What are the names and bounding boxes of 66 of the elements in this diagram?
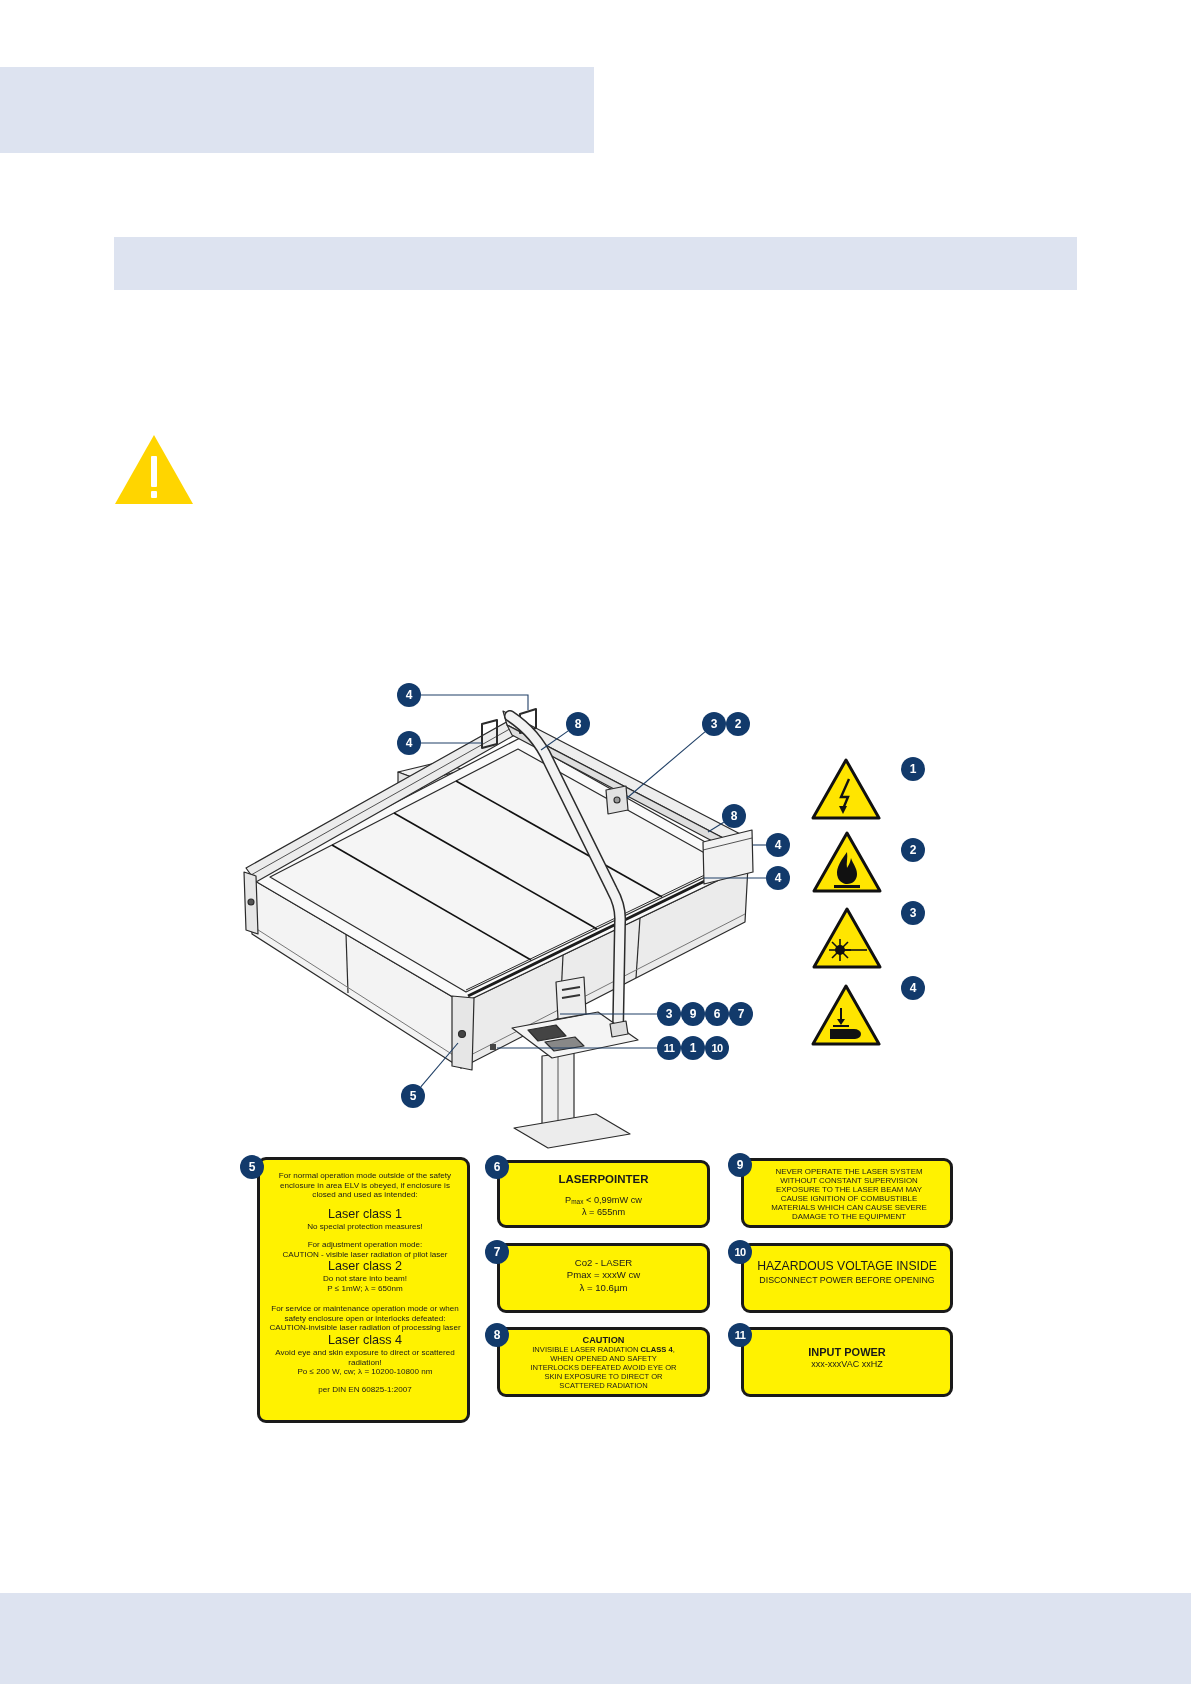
- label-text: For adjustment operation mode:: [306, 1239, 424, 1250]
- leader-line: [626, 731, 706, 799]
- label-text: CAUTION-invisible laser radiation of processing laser: [269, 1323, 461, 1333]
- callout-number: 6: [705, 1002, 729, 1026]
- label-title: HAZARDOUS VOLTAGE INSIDE: [756, 1259, 938, 1275]
- callout-number: 10: [728, 1240, 752, 1264]
- callout-number: 4: [901, 976, 925, 1000]
- leader-line: [707, 821, 725, 833]
- callout-number: 10: [705, 1036, 729, 1060]
- callout-number: 8: [722, 804, 746, 828]
- callout-number: 3: [657, 1002, 681, 1026]
- label-title: Laser class 4: [326, 1332, 404, 1349]
- label-text: CAUTION - visible laser radiation of pilot laser: [281, 1249, 449, 1260]
- label-title: Laser class 2: [326, 1259, 404, 1275]
- laser-cutter-drawing: [243, 708, 754, 1149]
- callout-number: 11: [657, 1036, 681, 1060]
- callout-number: 11: [728, 1323, 752, 1347]
- label-text: per DIN EN 60825-1:2007: [317, 1385, 413, 1395]
- callout-number: 8: [566, 712, 590, 736]
- label-title: Laser class 1: [326, 1207, 404, 1223]
- callout-number: 4: [766, 866, 790, 890]
- callout-number: 3: [901, 901, 925, 925]
- label-text: No special protection measures!: [306, 1222, 424, 1232]
- label-text: For service or maintenance operation mode or when safety enclosure open or interlocks defeated:: [270, 1303, 460, 1324]
- label-text: xxx-xxxVAC xxHZ: [810, 1359, 884, 1371]
- label-text: Do not stare into beam!: [321, 1274, 409, 1285]
- callout-number: 5: [240, 1155, 264, 1179]
- callout-number: 8: [485, 1323, 509, 1347]
- callout-number: 2: [901, 838, 925, 862]
- leader-line: [540, 730, 569, 751]
- callout-number: 1: [901, 757, 925, 781]
- leader-line: [752, 844, 767, 846]
- callout-number: 4: [397, 683, 421, 707]
- callout-number: 9: [728, 1153, 752, 1177]
- callout-number: 2: [726, 712, 750, 736]
- callout-number: 5: [401, 1084, 425, 1108]
- label-text: Co2 - LASER: [573, 1257, 634, 1270]
- callout-number: 4: [766, 833, 790, 857]
- leader-line: [420, 742, 483, 744]
- leader-line: [420, 1042, 459, 1088]
- label-text: λ = 10.6µm: [578, 1281, 629, 1295]
- warning-label: [741, 1158, 953, 1228]
- callout-number: 7: [485, 1240, 509, 1264]
- label-title: LASERPOINTER: [557, 1172, 650, 1187]
- label-text: λ = 655nm: [580, 1206, 627, 1219]
- leader-line: [703, 877, 767, 879]
- callout-number: 3: [702, 712, 726, 736]
- label-text: P$_{max}$ < 0,99mW cw: [564, 1194, 643, 1207]
- callout-number: 1: [681, 1036, 705, 1060]
- label-text: Po ≤ 200 W, cw; λ = 10200-10800 nm: [296, 1367, 434, 1378]
- label-text: For normal operation mode outside of the safety enclosure in area ELV is obeyed, if enclosure is closed and used as intended:: [277, 1171, 453, 1201]
- leader-line: [496, 1047, 658, 1049]
- leader-line: [420, 694, 529, 711]
- callout-number: 9: [681, 1002, 705, 1026]
- label-title: INPUT POWER: [807, 1345, 887, 1360]
- label-title: CAUTION: [581, 1335, 626, 1346]
- callout-number: 6: [485, 1155, 509, 1179]
- label-text: Avoid eye and skin exposure to direct or scattered radiation!: [274, 1348, 456, 1368]
- label-text: Pmax = xxxW cw: [565, 1269, 642, 1282]
- section-bar: [114, 237, 1077, 290]
- leader-line: [559, 1013, 658, 1015]
- callout-number: 7: [729, 1002, 753, 1026]
- label-text: P ≤ 1mW; λ = 650nm: [326, 1284, 404, 1294]
- callout-number: 4: [397, 731, 421, 755]
- label-text: DISCONNECT POWER BEFORE OPENING: [758, 1274, 936, 1287]
- warning-label: [257, 1157, 470, 1423]
